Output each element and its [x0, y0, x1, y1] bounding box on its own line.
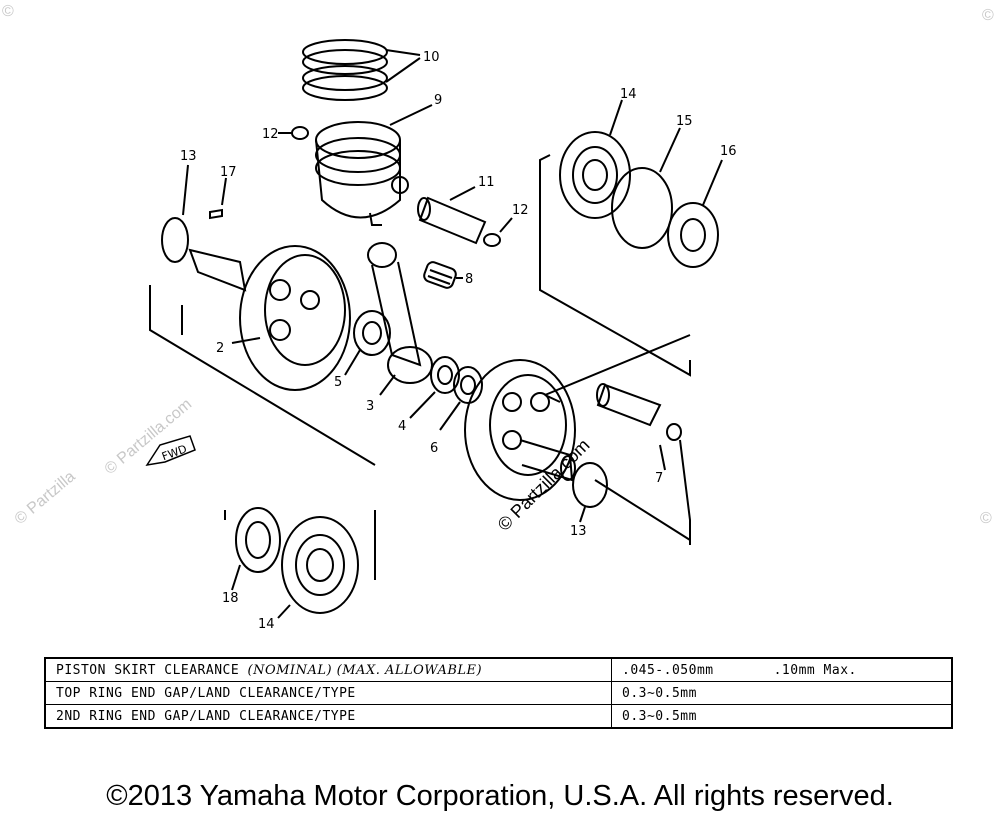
fwd-arrow-icon	[145, 435, 196, 467]
callout-12: 12	[262, 127, 279, 142]
part-9-piston	[315, 104, 433, 226]
assembly-bracket-lower	[224, 510, 376, 580]
spec-value-max: .10mm Max.	[773, 662, 857, 678]
fwd-label: FWD	[160, 442, 189, 463]
assembly-bracket-left	[149, 285, 376, 466]
part-8-needle-bearing	[423, 261, 463, 289]
watermark-right: ©	[980, 510, 992, 527]
spec-label: 2ND RING END GAP/LAND CLEARANCE/TYPE	[44, 704, 612, 729]
part-2-crank-left	[188, 245, 351, 391]
watermark-corner-left: ©	[2, 3, 14, 20]
spec-label-main: PISTON SKIRT CLEARANCE	[56, 662, 248, 678]
spec-table: PISTON SKIRT CLEARANCE (NOMINAL) (MAX. A…	[44, 657, 953, 729]
spec-label: TOP RING END GAP/LAND CLEARANCE/TYPE	[44, 681, 612, 705]
callout-14: 14	[258, 617, 275, 632]
callout-6: 6	[430, 441, 438, 456]
watermark-side-left: © Partzilla	[12, 468, 79, 528]
part-13-shim-left	[161, 164, 189, 263]
part-14-bearing-lower	[277, 516, 359, 619]
callout-18: 18	[222, 591, 239, 606]
spec-value-nominal: .045-.050mm	[622, 662, 714, 678]
watermark-left: © Partzilla.com	[102, 396, 196, 478]
callout-13: 13	[570, 524, 587, 539]
callout-4: 4	[398, 419, 406, 434]
spec-label: PISTON SKIRT CLEARANCE (NOMINAL) (MAX. A…	[44, 657, 612, 682]
watermark-corner-right: ©	[982, 7, 994, 24]
assembly-bracket-right-lower	[544, 334, 691, 545]
part-7-crankpin	[596, 383, 682, 471]
callout-14: 14	[620, 87, 637, 102]
part-12-circlips	[278, 126, 513, 247]
callout-15: 15	[676, 114, 693, 129]
callout-2: 2	[216, 341, 224, 356]
part-4-big-end-bearing	[409, 356, 460, 419]
callout-11: 11	[478, 175, 495, 190]
part-14-bearing-right	[559, 99, 631, 219]
part-crank-right	[464, 359, 576, 501]
copyright-notice: ©2013 Yamaha Motor Corporation, U.S.A. A…	[106, 780, 894, 812]
callout-9: 9	[434, 93, 442, 108]
assembly-bracket-right	[539, 154, 691, 377]
part-15-circlip	[611, 127, 681, 249]
callout-17: 17	[220, 165, 237, 180]
spec-value: 0.3~0.5mm	[611, 704, 953, 729]
callout-7: 7	[655, 471, 663, 486]
spec-value: .045-.050mm .10mm Max.	[611, 657, 953, 682]
spec-label-italic: (NOMINAL) (MAX. ALLOWABLE)	[247, 662, 483, 678]
callout-10: 10	[423, 50, 440, 65]
table-row: PISTON SKIRT CLEARANCE (NOMINAL) (MAX. A…	[44, 657, 953, 682]
part-6-washer	[439, 366, 483, 431]
callout-12: 12	[512, 203, 529, 218]
watermark-center: © Partzilla.com	[494, 435, 594, 535]
part-10-piston-rings	[302, 39, 421, 101]
exploded-parts-diagram: 10 9 12 13 17 11 12 14 15 16 8 2 5 3 4 6…	[2, 3, 994, 632]
table-row: 2ND RING END GAP/LAND CLEARANCE/TYPE 0.3…	[44, 704, 953, 729]
part-13-shim-right	[572, 462, 608, 523]
part-16-oil-seal	[667, 159, 723, 268]
table-row: TOP RING END GAP/LAND CLEARANCE/TYPE 0.3…	[44, 681, 953, 705]
part-18-oil-seal	[231, 507, 281, 591]
spec-value: 0.3~0.5mm	[611, 681, 953, 705]
callout-3: 3	[366, 399, 374, 414]
part-5-washer	[344, 310, 391, 376]
callout-5: 5	[334, 375, 342, 390]
callout-13: 13	[180, 149, 197, 164]
callout-8: 8	[465, 272, 473, 287]
part-11-piston-pin	[417, 186, 487, 245]
part-3-connecting-rod	[367, 242, 433, 396]
part-17-key	[209, 177, 227, 220]
callout-16: 16	[720, 144, 737, 159]
